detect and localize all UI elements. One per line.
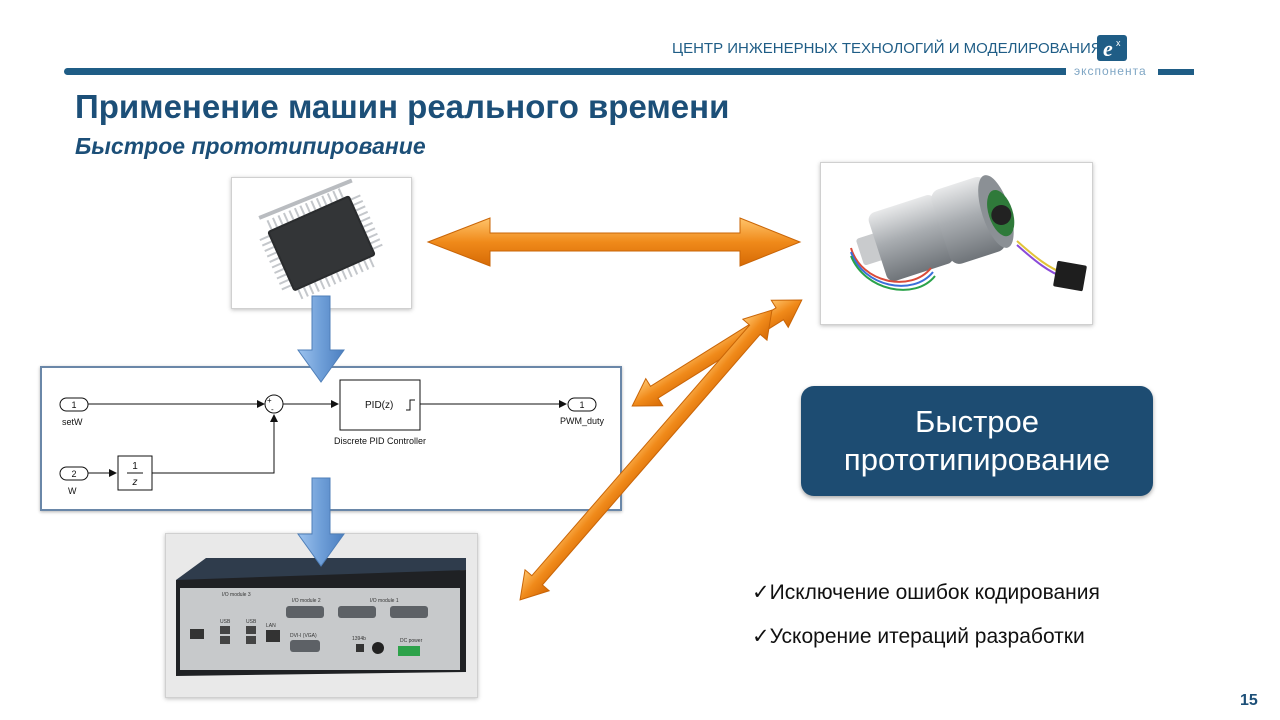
model-motor-double-arrow: [631, 299, 803, 407]
chip-motor-double-arrow: [426, 217, 802, 267]
svg-text:I/O module 2: I/O module 2: [292, 598, 321, 604]
benefit-item: ✓Ускорение итераций разработки: [752, 625, 1085, 648]
realtime-target-machine-icon: I/O module 3 I/O module 2 I/O module 1 U…: [176, 558, 466, 676]
svg-text:USB: USB: [246, 619, 257, 625]
logo-text: экспонента: [1074, 64, 1147, 78]
logo-letter: e: [1103, 36, 1113, 61]
svg-text:LAN: LAN: [266, 623, 276, 629]
svg-text:x: x: [1116, 38, 1121, 48]
benefits-list: ✓Исключение ошибок кодирования ✓Ускорени…: [752, 580, 1100, 668]
exponenta-logo-icon: e x: [1097, 35, 1127, 61]
callout-line-2: прототипирование: [843, 442, 1111, 477]
model-to-target-arrow: [297, 477, 345, 567]
outport-1: [567, 397, 597, 412]
target-motor-double-arrow: [519, 309, 773, 601]
dc-motor-icon: [850, 175, 1087, 292]
svg-text:I/O module 1: I/O module 1: [370, 598, 399, 604]
slide-subtitle: Быстрое прототипирование: [75, 133, 426, 159]
realtime-target-photo: I/O module 3 I/O module 2 I/O module 1 U…: [165, 533, 478, 698]
svg-text:1394b: 1394b: [352, 636, 366, 642]
benefit-item: ✓Исключение ошибок кодирования: [752, 581, 1100, 604]
page-number: 15: [1240, 692, 1258, 709]
svg-text:2: 2: [71, 469, 76, 479]
pid-caption: Discrete PID Controller: [334, 436, 426, 446]
motor-photo: [820, 162, 1093, 325]
svg-text:I/O module 3: I/O module 3: [222, 592, 251, 598]
slide-title: Применение машин реального времени: [75, 88, 730, 125]
inport-2-label: W: [68, 486, 77, 496]
svg-text:1: 1: [132, 461, 138, 472]
svg-text:+: +: [267, 396, 272, 405]
pid-block: [339, 379, 421, 431]
svg-text:USB: USB: [220, 619, 231, 625]
svg-text:PID(z): PID(z): [365, 400, 393, 411]
header-rule: [64, 68, 1066, 75]
inport-1-label: setW: [62, 417, 83, 427]
rapid-prototyping-callout: Быстрое прототипирование: [801, 386, 1153, 496]
microcontroller-photo: [231, 177, 412, 309]
org-name: ЦЕНТР ИНЖЕНЕРНЫХ ТЕХНОЛОГИЙ И МОДЕЛИРОВА…: [672, 40, 1102, 57]
svg-text:1: 1: [71, 400, 76, 410]
svg-text:-: -: [271, 405, 274, 414]
chip-to-model-arrow: [297, 295, 345, 383]
svg-text:DC power: DC power: [400, 638, 423, 644]
header-rule-right: [1158, 69, 1194, 75]
outport-1-label: PWM_duty: [560, 416, 605, 426]
svg-text:DVI-I (VGA): DVI-I (VGA): [290, 633, 317, 639]
svg-text:z: z: [132, 477, 138, 488]
svg-text:1: 1: [579, 400, 584, 410]
microcontroller-chip-icon: [258, 178, 383, 300]
callout-line-1: Быстрое: [914, 404, 1040, 439]
